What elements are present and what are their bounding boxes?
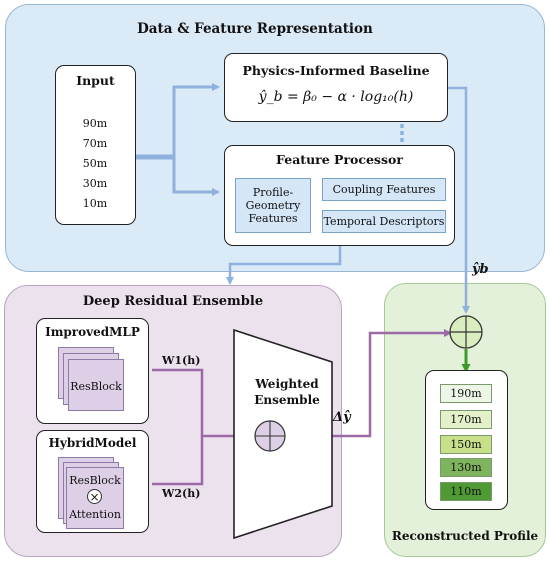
- baseline-formula: ŷ_b = β₀ − α · log₁₀(h): [258, 89, 414, 105]
- profile-level-190m: 190m: [440, 384, 492, 403]
- data-feature-title: Data & Feature Representation: [137, 21, 373, 37]
- baseline-title: Physics-Informed Baseline: [242, 63, 430, 78]
- baseline-to-combiner-arrow: [448, 86, 470, 314]
- weighted-ensemble-title: Weighted Ensemble: [254, 377, 320, 407]
- profile-level-170m: 170m: [440, 410, 492, 429]
- ensemble-title: Deep Residual Ensemble: [82, 294, 264, 309]
- profile-level-150m: 150m: [440, 435, 492, 454]
- residual-output-label: Δŷ: [333, 410, 351, 425]
- combiner-plus-icon: [449, 315, 483, 349]
- profile-geometry-features: Profile-Geometry Features: [235, 178, 311, 233]
- height-label-70m: 70m: [82, 137, 108, 150]
- profile-level-130m: 130m: [440, 458, 492, 477]
- weight-label-w1: W1(h): [162, 354, 201, 367]
- height-label-50m: 50m: [82, 157, 108, 170]
- height-label-10m: 10m: [82, 197, 108, 210]
- height-label-90m: 90m: [82, 117, 108, 130]
- coupling-features: Coupling Features: [322, 178, 446, 201]
- profile-level-110m: 110m: [440, 482, 492, 501]
- height-label-30m: 30m: [82, 177, 108, 190]
- model-weight-arrows: [152, 368, 254, 486]
- improved-mlp-title: ImprovedMLP: [45, 325, 140, 339]
- baseline-box: [224, 53, 448, 122]
- temporal-descriptors: Temporal Descriptors: [322, 210, 446, 233]
- input-split-arrows: [122, 83, 220, 196]
- baseline-output-label: ŷb: [472, 262, 489, 277]
- ensemble-sum-icon: [254, 420, 286, 452]
- improved-mlp-resblock-label: ResBlock: [70, 380, 122, 393]
- weight-label-w2: W2(h): [162, 487, 201, 500]
- input-box: [55, 65, 136, 225]
- reconstructed-title: Reconstructed Profile: [391, 529, 539, 543]
- attention-cross-icon: ×: [87, 489, 102, 504]
- resblock-card-front: [68, 359, 124, 411]
- hybrid-model-title: HybridModel: [48, 436, 137, 450]
- feature-processor-title: Feature Processor: [276, 152, 403, 167]
- hybrid-resblock-label: ResBlock: [69, 474, 121, 487]
- processor-to-ensemble-arrow: [226, 246, 342, 285]
- input-title: Input: [76, 73, 115, 88]
- hybrid-attention-label: Attention: [69, 508, 121, 521]
